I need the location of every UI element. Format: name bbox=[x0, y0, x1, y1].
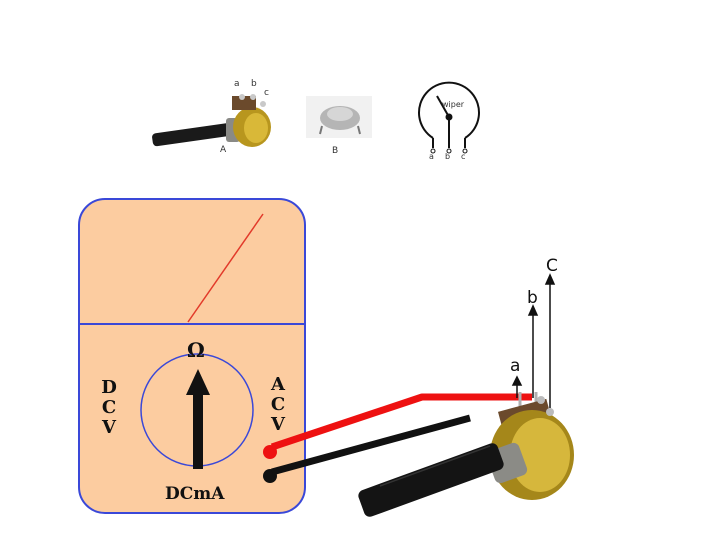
large-potentiometer-image bbox=[358, 392, 574, 517]
ohm-label: Ω bbox=[187, 338, 205, 362]
red-test-lead bbox=[270, 393, 532, 451]
black-test-lead bbox=[271, 414, 471, 476]
pot-a-label-c: c bbox=[264, 88, 269, 98]
terminal-a-label: a bbox=[510, 356, 521, 376]
symbol-terminal-a: a bbox=[429, 152, 434, 161]
selector-pointer-icon bbox=[186, 369, 210, 469]
symbol-terminal-b: b bbox=[445, 152, 451, 161]
terminal-b-label: b bbox=[527, 288, 538, 308]
multimeter bbox=[78, 198, 306, 514]
symbol-terminal-c: c bbox=[461, 152, 466, 161]
symbol-wiper-label: wiper bbox=[442, 100, 465, 109]
pot-a-label-a: a bbox=[234, 79, 240, 89]
potentiometer-a-image bbox=[152, 94, 271, 147]
terminal-arrows bbox=[511, 273, 556, 408]
dcma-label: DCmA bbox=[165, 484, 225, 504]
pot-b-caption: B bbox=[332, 146, 339, 156]
pot-a-caption: A bbox=[220, 145, 227, 155]
potentiometer-symbol bbox=[418, 81, 480, 154]
potentiometer-b-image bbox=[306, 96, 372, 138]
acv-label: A C V bbox=[270, 374, 286, 435]
meter-needle bbox=[187, 213, 264, 323]
dcv-label: D C V bbox=[101, 377, 117, 438]
pot-a-label-b: b bbox=[251, 79, 257, 89]
terminal-c-label: C bbox=[546, 256, 558, 276]
